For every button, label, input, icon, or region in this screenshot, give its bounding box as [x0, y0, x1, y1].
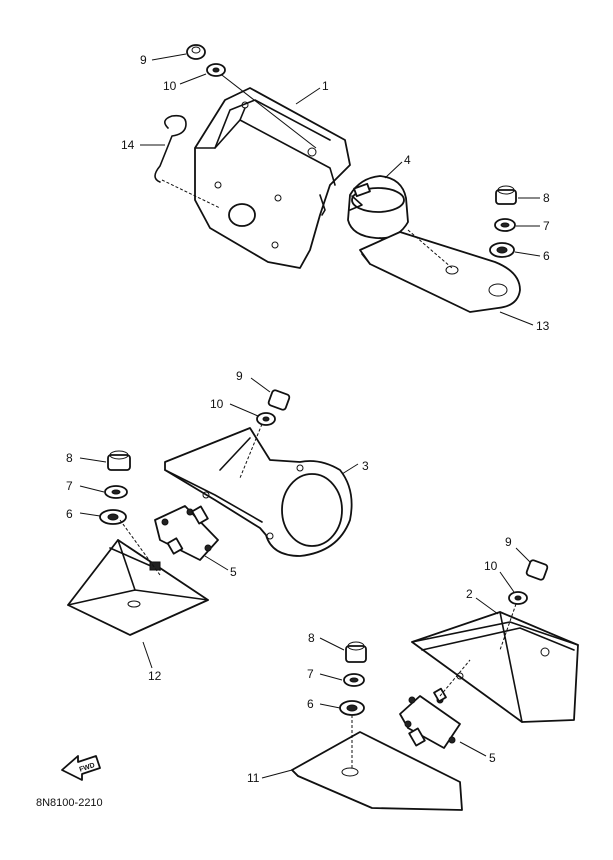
washer-7-middle	[104, 485, 128, 499]
washer-10-bottom	[508, 591, 528, 605]
callout-8-middle: 8	[66, 451, 73, 465]
callout-9-middle: 9	[236, 369, 243, 383]
callout-13: 13	[536, 319, 550, 333]
damper-5-middle	[154, 505, 219, 561]
damper-5-bottom	[399, 687, 461, 749]
callout-1: 1	[322, 79, 329, 93]
nut-8-top	[495, 185, 517, 205]
rubber-mount-4	[347, 175, 409, 245]
clip-14	[154, 114, 221, 209]
nut-9-bottom	[525, 559, 549, 581]
assembly-middle: 9 10 8 7 6 3 5 12	[66, 369, 369, 683]
callout-5-middle: 5	[230, 565, 237, 579]
bracket-1	[194, 87, 351, 269]
callout-7-top: 7	[543, 219, 550, 233]
nut-9-middle	[267, 389, 291, 411]
callout-2: 2	[466, 587, 473, 601]
callout-9-top: 9	[140, 53, 147, 67]
fwd-arrow-label: FWD	[79, 762, 96, 774]
washer-6-bottom	[339, 700, 365, 716]
fwd-arrow: FWD	[61, 755, 101, 781]
washer-7-bottom	[343, 673, 365, 687]
callout-6-top: 6	[543, 249, 550, 263]
diagram-code: 8N8100-2210	[36, 797, 103, 809]
callout-6-bottom: 6	[307, 697, 314, 711]
callout-9-bottom: 9	[505, 535, 512, 549]
washer-6-top	[489, 242, 515, 258]
callout-6-middle: 6	[66, 507, 73, 521]
callout-8-top: 8	[543, 191, 550, 205]
nut-9-top	[186, 44, 206, 60]
callout-10-bottom: 10	[484, 559, 498, 573]
callout-7-bottom: 7	[307, 667, 314, 681]
washer-10-top	[206, 63, 226, 77]
plate-13	[359, 231, 521, 313]
callout-12: 12	[148, 669, 162, 683]
callout-11: 11	[247, 771, 260, 785]
callout-4: 4	[404, 153, 411, 167]
washer-6-middle	[99, 509, 127, 525]
callout-10-top: 10	[163, 79, 177, 93]
washer-7-top	[494, 218, 516, 232]
tray-11	[291, 731, 463, 811]
nut-8-bottom	[345, 641, 367, 663]
washer-10-middle	[256, 412, 276, 426]
callout-7-middle: 7	[66, 479, 73, 493]
bracket-2	[411, 611, 579, 723]
callout-3: 3	[362, 459, 369, 473]
callout-14: 14	[121, 138, 135, 152]
bracket-3	[164, 427, 353, 557]
assembly-bottom: 9 10 2 8 7 6 5 11	[247, 535, 579, 811]
callout-10-middle: 10	[210, 397, 224, 411]
callout-5-bottom: 5	[489, 751, 496, 765]
assembly-top: 9 10 1 14 4 8 7 6 13	[121, 44, 550, 333]
cradle-12	[67, 539, 209, 636]
nut-8-middle	[107, 450, 131, 471]
callout-8-bottom: 8	[308, 631, 315, 645]
